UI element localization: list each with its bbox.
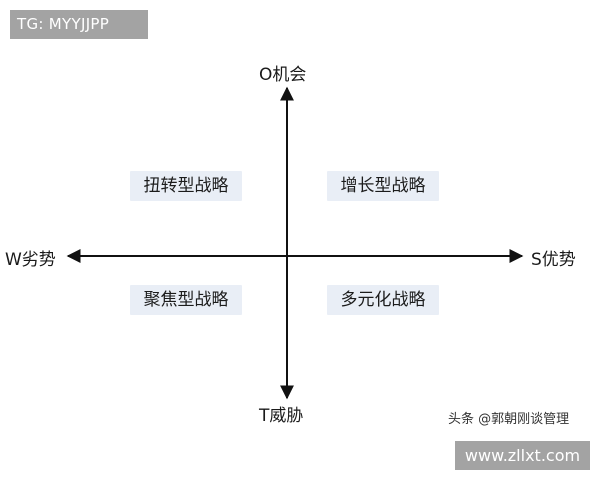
axis-label-strength: S优势 bbox=[531, 250, 576, 270]
quadrant-top-right: 增长型战略 bbox=[327, 171, 439, 201]
axis-label-threat: T威胁 bbox=[259, 406, 304, 426]
quadrant-bottom-right: 多元化战略 bbox=[327, 285, 439, 315]
axis-label-weakness: W劣势 bbox=[5, 250, 56, 270]
quadrant-top-left: 扭转型战略 bbox=[130, 171, 242, 201]
site-watermark: www.zllxt.com bbox=[455, 441, 590, 470]
tg-tag-badge: TG: MYYJJPP bbox=[10, 10, 148, 39]
quadrant-bottom-left: 聚焦型战略 bbox=[130, 285, 242, 315]
axis-label-opportunity: O机会 bbox=[259, 65, 307, 85]
author-credit: 头条 @郭朝刚谈管理 bbox=[448, 412, 570, 427]
